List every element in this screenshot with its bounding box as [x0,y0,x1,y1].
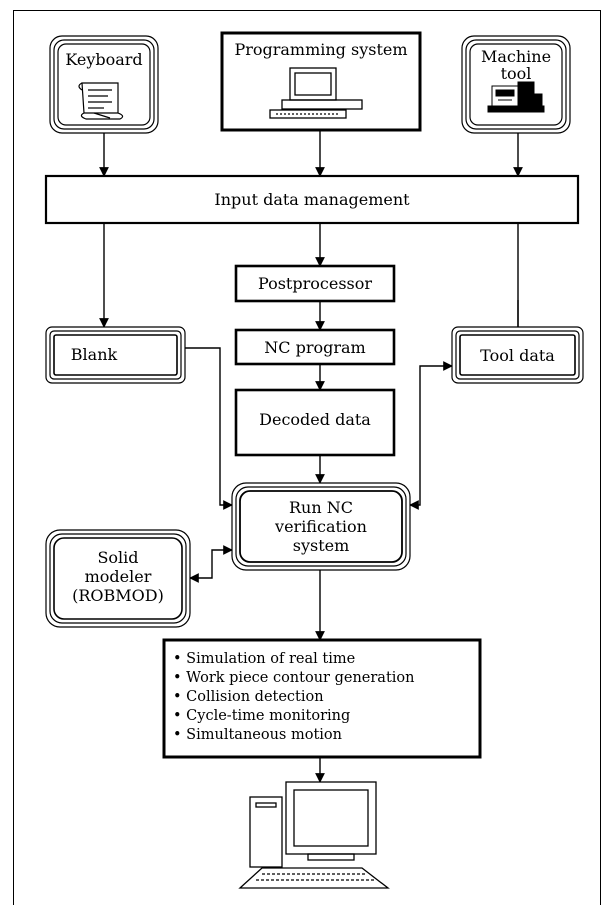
feature-text: Simulation of real time [186,651,356,667]
features-box [162,638,482,759]
feature-item: • Work piece contour generation [173,670,415,686]
blank-label: Blank [70,345,118,364]
run-nc-label-line1: Run NC [289,498,353,517]
run-nc-label-line2: verification [275,517,367,536]
computer-terminal-icon [269,67,363,119]
feature-text: Simultaneous motion [186,727,342,743]
feature-text: Cycle-time monitoring [186,708,351,724]
solid-modeler-label-line2: modeler [84,567,152,586]
feature-text: Collision detection [186,689,324,705]
keyboard-node [49,35,159,134]
feature-item: • Collision detection [173,689,324,705]
feature-text: Work piece contour generation [186,670,415,686]
blank-node [45,326,186,384]
arrow-blank-to-run [185,347,233,510]
keyboard-label: Keyboard [65,50,143,69]
solid-modeler-label-line3: (ROBMOD) [72,586,164,605]
feature-item: • Simulation of real time [173,651,356,667]
machine-tool-node [461,35,571,134]
solid-modeler-label-line1: Solid [97,548,139,567]
feature-item: • Cycle-time monitoring [173,708,351,724]
decoded-data-box [234,388,396,457]
machine-tool-label-line1: Machine [480,47,552,66]
programming-system-node [220,31,422,132]
arrow-tooldata-run-bidirectional [409,361,453,510]
desktop-computer-icon [238,781,390,889]
connectors [99,130,523,783]
postprocessor-label: Postprocessor [257,274,373,293]
figure-frame [13,10,601,905]
machine-tool-label-line2: tool [500,64,532,83]
input-data-management-label: Input data management [214,190,410,209]
run-nc-node [231,482,411,571]
feature-item: • Simultaneous motion [173,727,342,743]
arrow-solid-run-bidirectional [189,545,233,583]
nc-program-box [234,328,396,366]
programming-system-label: Programming system [234,40,408,59]
machine-tool-icon [487,81,545,113]
tool-data-node [451,326,584,384]
solid-modeler-node [45,529,191,628]
postprocessor-box [234,264,396,303]
keyboard-printout-icon [78,82,124,120]
input-data-management-box [44,174,580,225]
tool-data-label: Tool data [480,346,555,365]
run-nc-label-line3: system [292,536,350,555]
decoded-data-label: Decoded data [259,410,371,429]
nc-program-label: NC program [264,338,366,357]
